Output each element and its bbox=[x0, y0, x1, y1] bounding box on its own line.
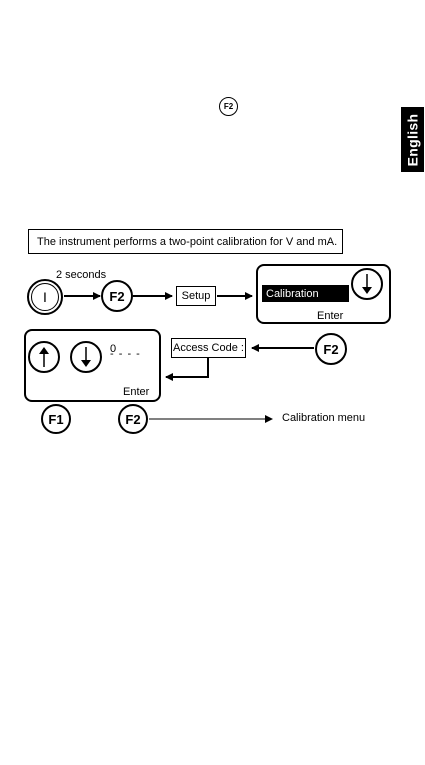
down-arrow-icon bbox=[351, 268, 383, 300]
calibration-menu-label: Calibration menu bbox=[282, 412, 365, 424]
f2-key-top[interactable]: F2 bbox=[219, 97, 238, 116]
down-arrow-key-code[interactable] bbox=[70, 341, 102, 373]
info-note: The instrument performs a two-point cali… bbox=[28, 229, 343, 254]
f1-key-label: F1 bbox=[48, 413, 63, 426]
f2-key-bottom-label: F2 bbox=[125, 413, 140, 426]
f1-key[interactable]: F1 bbox=[41, 404, 71, 434]
code-enter-softkey[interactable]: Enter bbox=[123, 386, 149, 398]
f2-key-sequence-label: F2 bbox=[109, 290, 124, 303]
power-symbol: I bbox=[43, 290, 47, 304]
power-key[interactable]: I bbox=[27, 279, 63, 315]
calibration-highlight-label: Calibration bbox=[266, 288, 319, 300]
f2-key-access[interactable]: F2 bbox=[315, 333, 347, 365]
up-arrow-key[interactable] bbox=[28, 341, 60, 373]
setup-box[interactable]: Setup bbox=[176, 286, 216, 306]
down-arrow-icon bbox=[70, 341, 102, 373]
f2-key-bottom[interactable]: F2 bbox=[118, 404, 148, 434]
calibration-enter-softkey[interactable]: Enter bbox=[317, 310, 343, 322]
language-tab-label: English bbox=[405, 113, 421, 166]
display-calibration: Calibration Enter bbox=[256, 264, 391, 324]
access-code-box: Access Code : bbox=[171, 338, 246, 358]
duration-label: 2 seconds bbox=[56, 269, 106, 281]
f2-key-top-label: F2 bbox=[224, 103, 233, 111]
calibration-highlight: Calibration bbox=[262, 285, 349, 302]
down-arrow-key[interactable] bbox=[351, 268, 383, 300]
access-code-label: Access Code : bbox=[173, 342, 244, 354]
code-dashes: - - - - bbox=[110, 348, 141, 360]
f2-key-sequence[interactable]: F2 bbox=[101, 280, 133, 312]
up-arrow-icon bbox=[28, 341, 60, 373]
language-tab: English bbox=[401, 107, 424, 172]
f2-key-access-label: F2 bbox=[323, 343, 338, 356]
display-code-entry: 0 - - - - Enter bbox=[24, 329, 161, 402]
info-note-text: The instrument performs a two-point cali… bbox=[37, 236, 337, 248]
setup-label: Setup bbox=[182, 290, 211, 302]
power-key-inner: I bbox=[31, 283, 59, 311]
